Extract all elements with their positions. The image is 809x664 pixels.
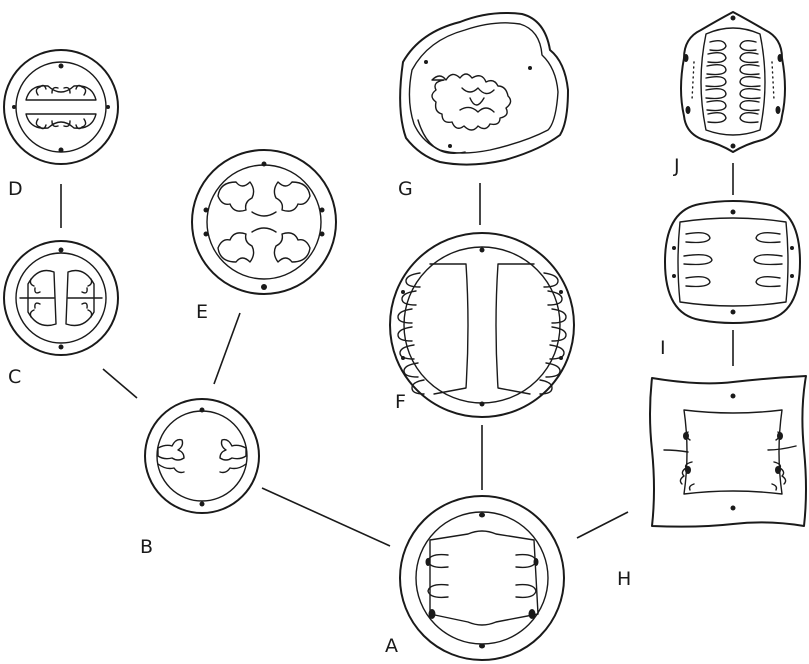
section-c: [4, 241, 118, 355]
link-b-e: [214, 313, 240, 384]
label-i: I: [660, 337, 666, 359]
section-f-right-folds: [496, 264, 566, 394]
label-c: C: [8, 366, 21, 388]
section-b: [145, 399, 259, 513]
label-e: E: [196, 301, 208, 323]
section-e: [192, 150, 336, 294]
section-h: [650, 376, 806, 527]
link-a-h: [577, 512, 628, 538]
label-d: D: [8, 178, 23, 200]
section-j-folds: [706, 41, 760, 123]
section-j: [681, 12, 785, 152]
label-j: J: [673, 155, 680, 177]
label-f: F: [395, 391, 406, 413]
label-h: H: [617, 568, 631, 590]
label-g: G: [398, 178, 413, 200]
section-f-left-folds: [398, 264, 468, 394]
section-a: [400, 496, 564, 660]
connector-lines: [61, 163, 733, 546]
section-i: [665, 201, 800, 323]
link-a-b: [262, 488, 390, 546]
section-d: [4, 50, 118, 164]
section-g: [400, 13, 568, 165]
section-f: [390, 233, 574, 417]
label-a: A: [385, 635, 398, 657]
label-b: B: [140, 536, 153, 558]
link-b-c: [103, 369, 137, 398]
